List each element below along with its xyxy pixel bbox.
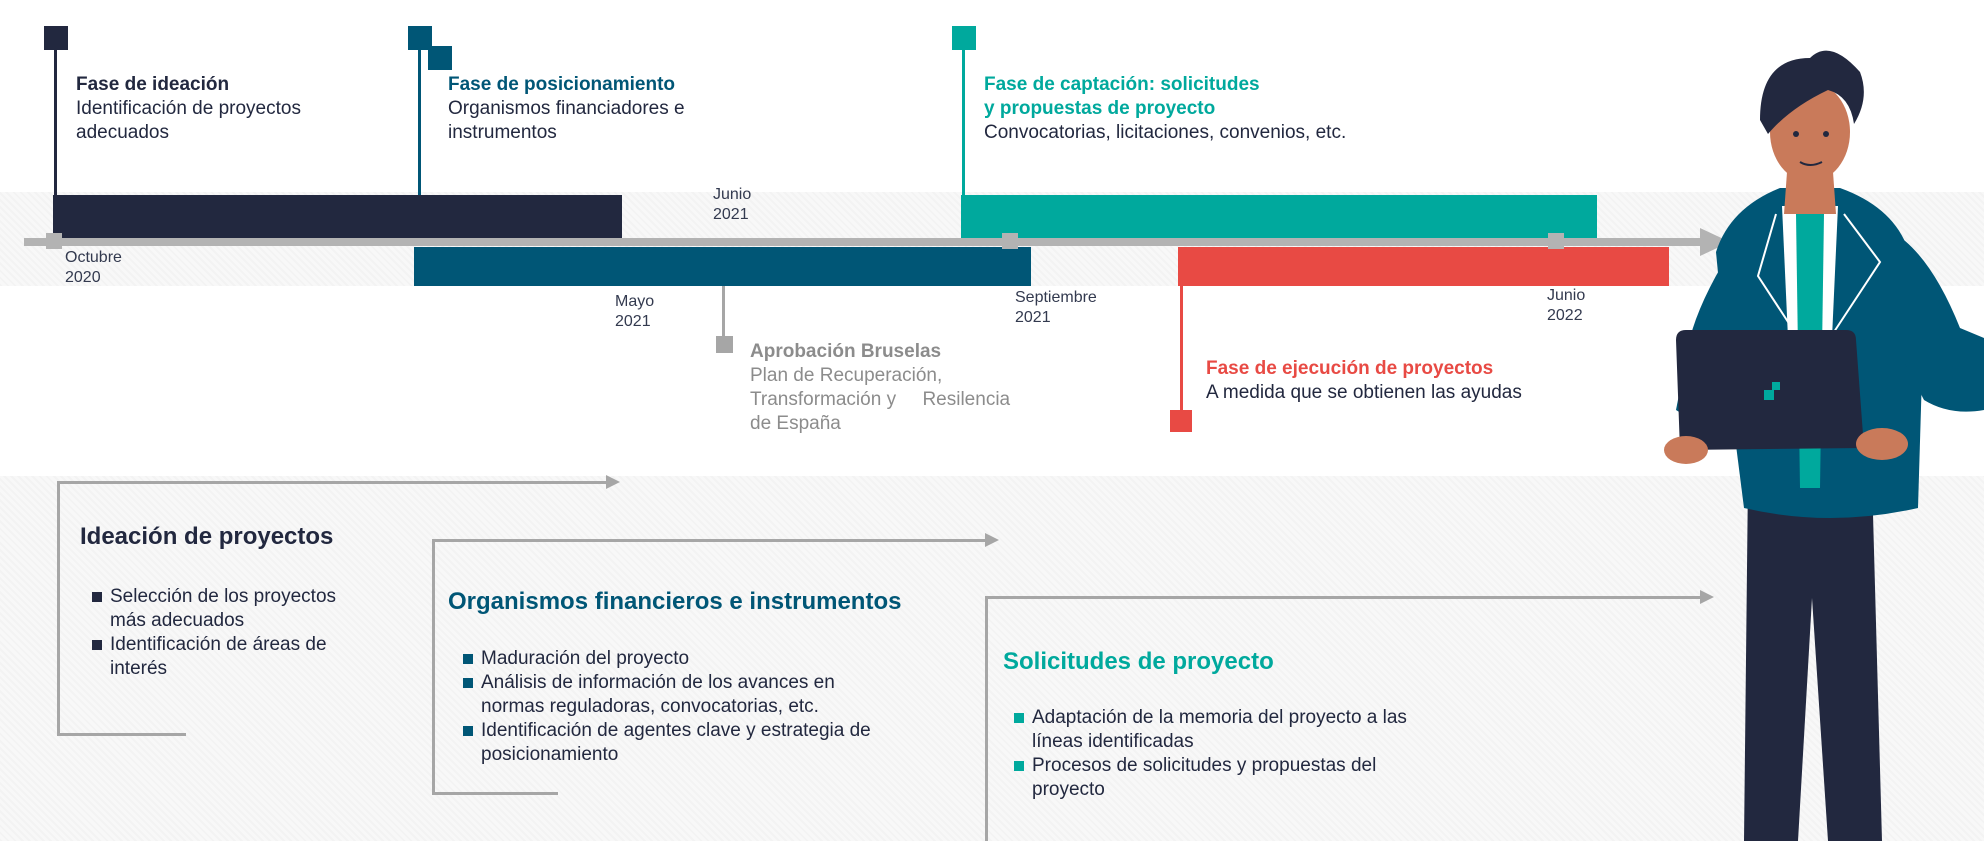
milestone-desc-line3: de España (750, 413, 841, 434)
posicionamiento-bar (414, 247, 1031, 286)
section1-bracket-arrow (606, 475, 620, 489)
ideacion-title: Fase de ideación (76, 74, 230, 95)
laptop-logo (1764, 390, 1774, 400)
milestone-stem (722, 286, 725, 338)
section2-bracket-bottom (432, 792, 558, 795)
section3-bracket-arrow (1700, 590, 1714, 604)
right-hand (1856, 428, 1908, 460)
section1-title: Ideación de proyectos (80, 523, 334, 550)
date-octubre-2020: Octubre 2020 (65, 249, 122, 286)
ejecucion-title: Fase de ejecución de proyectos (1206, 358, 1494, 379)
section3-bracket-left (985, 596, 988, 841)
ejecucion-desc: A medida que se obtienen las ayudas (1206, 382, 1522, 403)
posicionamiento-stem (418, 50, 421, 195)
captacion-label: Fase de captación: solicitudes y propues… (984, 73, 1404, 145)
section2-title: Organismos financieros e instrumentos (448, 588, 902, 615)
milestone-marker (716, 336, 733, 353)
section1-item: Identificación de áreas de interés (92, 633, 362, 681)
milestone-label: Aprobación Bruselas Plan de Recuperación… (750, 340, 1070, 436)
trousers (1744, 478, 1882, 841)
laptop-logo-2 (1772, 382, 1780, 390)
lapel-right (1829, 213, 1882, 339)
posicionamiento-label: Fase de posicionamiento Organismos finan… (448, 73, 738, 145)
tick-octubre-2020 (46, 233, 62, 249)
captacion-title-line2: y propuestas de proyecto (984, 98, 1216, 119)
milestone-title: Aprobación Bruselas (750, 341, 942, 362)
section1-bracket-top (57, 481, 607, 484)
left-eye (1793, 131, 1799, 137)
ideacion-label: Fase de ideación Identificación de proye… (76, 73, 366, 145)
ejecucion-marker (1170, 410, 1192, 432)
captacion-stem (962, 50, 965, 195)
captacion-desc: Convocatorias, licitaciones, convenios, … (984, 122, 1347, 143)
section3-list: Adaptación de la memoria del proyecto a … (1014, 706, 1434, 802)
mouth (1799, 161, 1823, 166)
posicionamiento-title: Fase de posicionamiento (448, 74, 675, 95)
posicionamiento-marker-2 (428, 46, 452, 70)
section1-list: Selección de los proyectos más adecuados… (92, 585, 362, 681)
ideacion-marker (44, 26, 68, 50)
milestone-desc-line1: Plan de Recuperación, (750, 365, 943, 386)
lapel (1756, 213, 1793, 329)
section1-bracket-left (57, 481, 60, 736)
ejecucion-label: Fase de ejecución de proyectos A medida … (1206, 357, 1606, 405)
hair (1760, 50, 1864, 134)
captacion-marker (952, 26, 976, 50)
milestone-desc-line2: Transformación y Resilencia (750, 389, 1011, 410)
section2-item: Maduración del proyecto (463, 647, 883, 671)
section2-list: Maduración del proyecto Análisis de info… (463, 647, 883, 767)
left-hand (1664, 436, 1708, 464)
section2-item: Análisis de información de los avances e… (463, 671, 883, 719)
section1-item: Selección de los proyectos más adecuados (92, 585, 362, 633)
date-mayo-2021: Mayo 2021 (615, 293, 655, 330)
section2-item: Identificación de agentes clave y estrat… (463, 719, 883, 767)
section1-bracket-bottom (57, 733, 186, 736)
timeline-axis (24, 238, 1704, 246)
ejecucion-stem (1180, 286, 1183, 411)
section3-item: Procesos de solicitudes y propuestas del… (1014, 754, 1434, 802)
section2-bracket-left (432, 539, 435, 795)
ideacion-stem (54, 50, 57, 195)
section3-bracket-top (985, 596, 1702, 599)
captacion-bar (961, 195, 1597, 238)
date-junio-2021: Junio 2021 (713, 186, 752, 223)
date-septiembre-2021: Septiembre 2021 (1015, 289, 1097, 326)
section2-bracket-top (432, 539, 986, 542)
section2-bracket-arrow (985, 533, 999, 547)
posicionamiento-desc: Organismos financiadores e instrumentos (448, 98, 685, 143)
tick-septiembre-2021 (1002, 233, 1018, 249)
date-junio-2022: Junio 2022 (1547, 287, 1586, 324)
section3-item: Adaptación de la memoria del proyecto a … (1014, 706, 1434, 754)
right-eye (1823, 131, 1829, 137)
captacion-title-line1: Fase de captación: solicitudes (984, 74, 1260, 95)
tick-junio-2022 (1548, 233, 1564, 249)
person-with-laptop-illustration (1664, 50, 1984, 841)
right-arm (1892, 234, 1984, 412)
ideacion-bar (53, 195, 622, 238)
ejecucion-bar (1178, 247, 1669, 286)
ideacion-desc: Identificación de proyectos adecuados (76, 98, 301, 143)
section3-title: Solicitudes de proyecto (1003, 648, 1274, 675)
